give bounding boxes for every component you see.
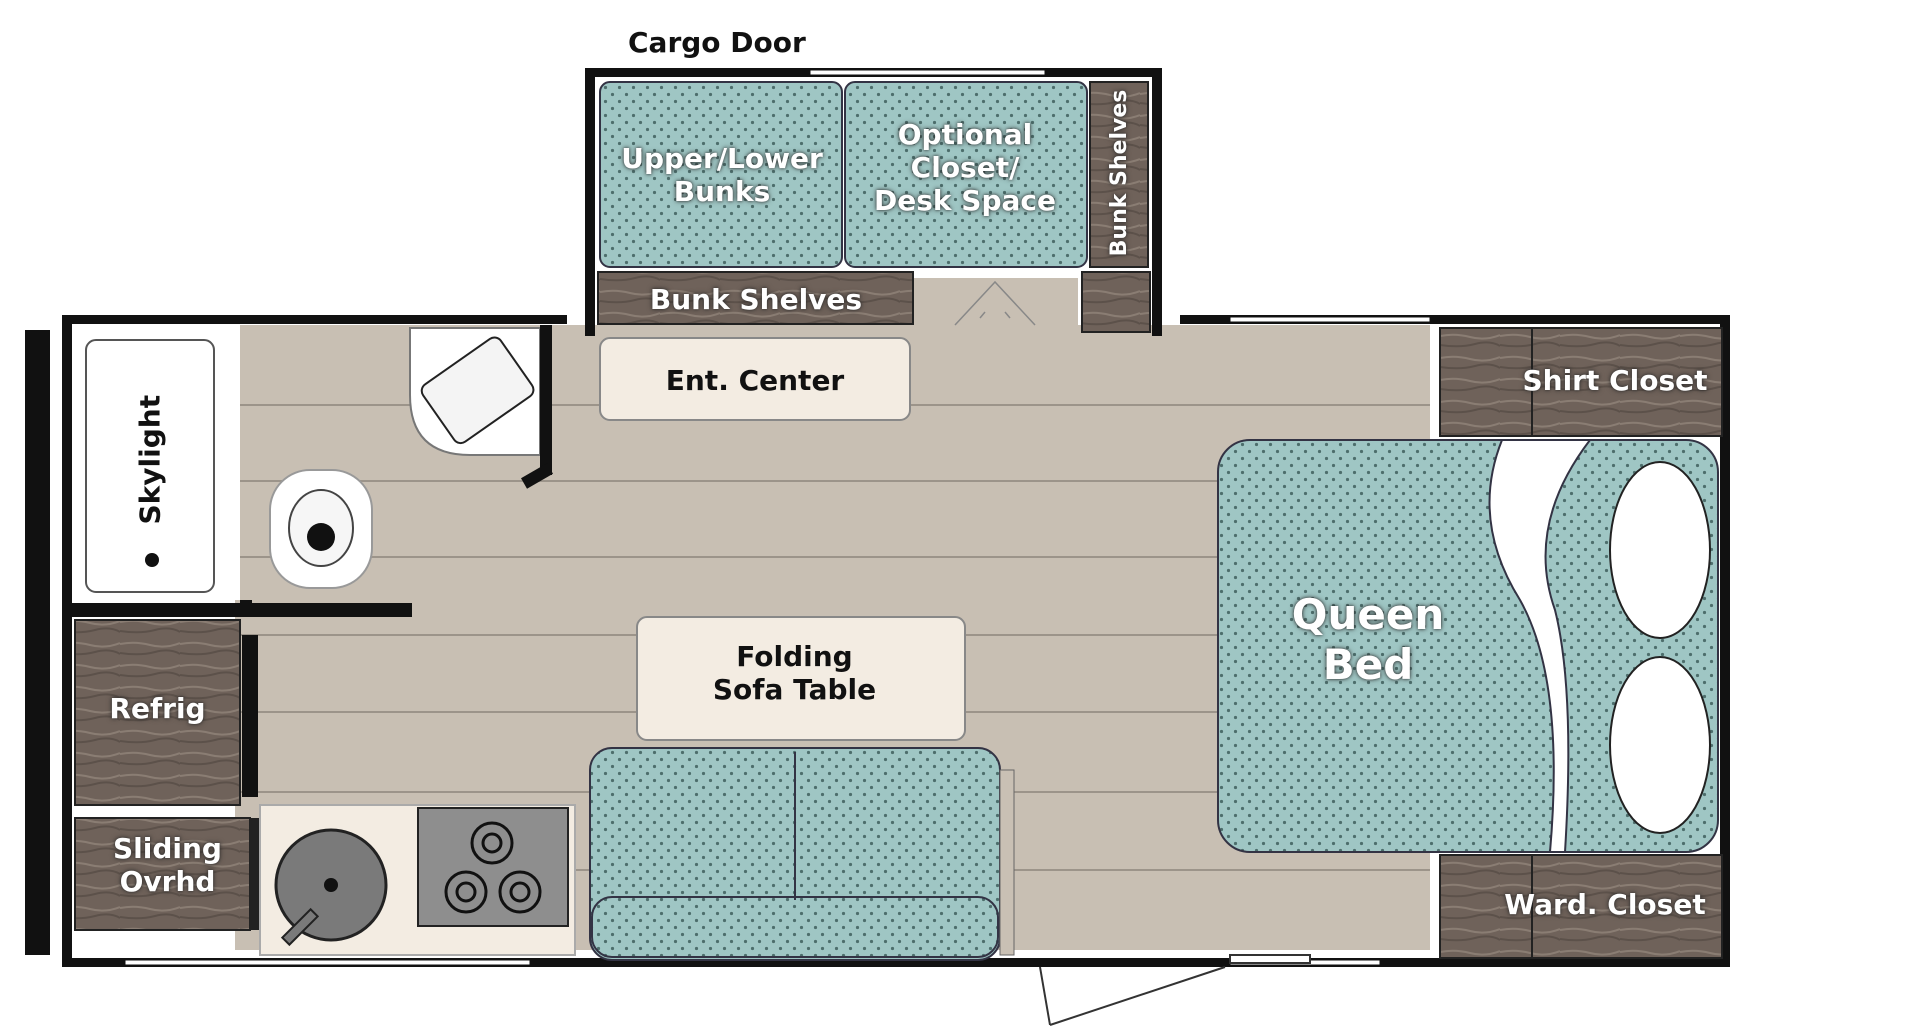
bunk-shelves-vertical-label: Bunk Shelves — [1107, 89, 1133, 257]
ward-closet — [1439, 854, 1723, 959]
bath-walls — [72, 325, 553, 617]
burner-icons — [444, 821, 542, 914]
shirt-closet-label: Shirt Closet — [1522, 364, 1708, 397]
stove-cooktop — [417, 807, 569, 927]
sliding-ovrhd-cabinet — [74, 817, 251, 931]
door-swing-icon — [954, 280, 1036, 326]
sliding-ovrhd-label: Sliding Ovrhd — [113, 832, 222, 899]
bunks-mattress — [599, 81, 843, 268]
drain-icon — [145, 553, 159, 567]
queen-bed-label: Queen Bed — [1291, 590, 1445, 689]
skylight-shower — [85, 339, 215, 593]
folding-sofa-table-label: Folding Sofa Table — [712, 640, 877, 707]
queen-bed — [1217, 439, 1719, 853]
sliding-ovrhd-frame — [250, 818, 260, 930]
ent-center — [599, 337, 911, 421]
shirt-closet — [1439, 327, 1723, 437]
bunk-shelves-label: Bunk Shelves — [649, 283, 863, 316]
bunk-shelves-cabinet — [597, 271, 914, 325]
refrig-side-wall — [242, 635, 258, 797]
desk-space-mattress — [844, 81, 1088, 268]
pillow-icon — [1609, 461, 1711, 639]
pillow-icon — [1609, 656, 1711, 834]
bed-sheet-fold — [1488, 439, 1593, 853]
ward-closet-label: Ward. Closet — [1504, 888, 1706, 921]
bath-sink — [420, 336, 535, 445]
entry-door-icon — [1039, 954, 1311, 1026]
folding-sofa-table — [636, 616, 966, 741]
ent-center-label: Ent. Center — [665, 364, 845, 397]
skylight-label: Skylight — [133, 394, 167, 525]
bunk-shelves-vertical-cabinet — [1089, 81, 1149, 268]
upper-lower-bunks-label: Upper/Lower Bunks — [621, 142, 823, 209]
refrig-label: Refrig — [109, 692, 206, 725]
refrig-cabinet — [74, 619, 241, 806]
cargo-door-label: Cargo Door — [628, 26, 806, 59]
optional-closet-label: Optional Closet/ Desk Space — [874, 118, 1056, 218]
shelf-cabinet-right — [1081, 271, 1151, 333]
